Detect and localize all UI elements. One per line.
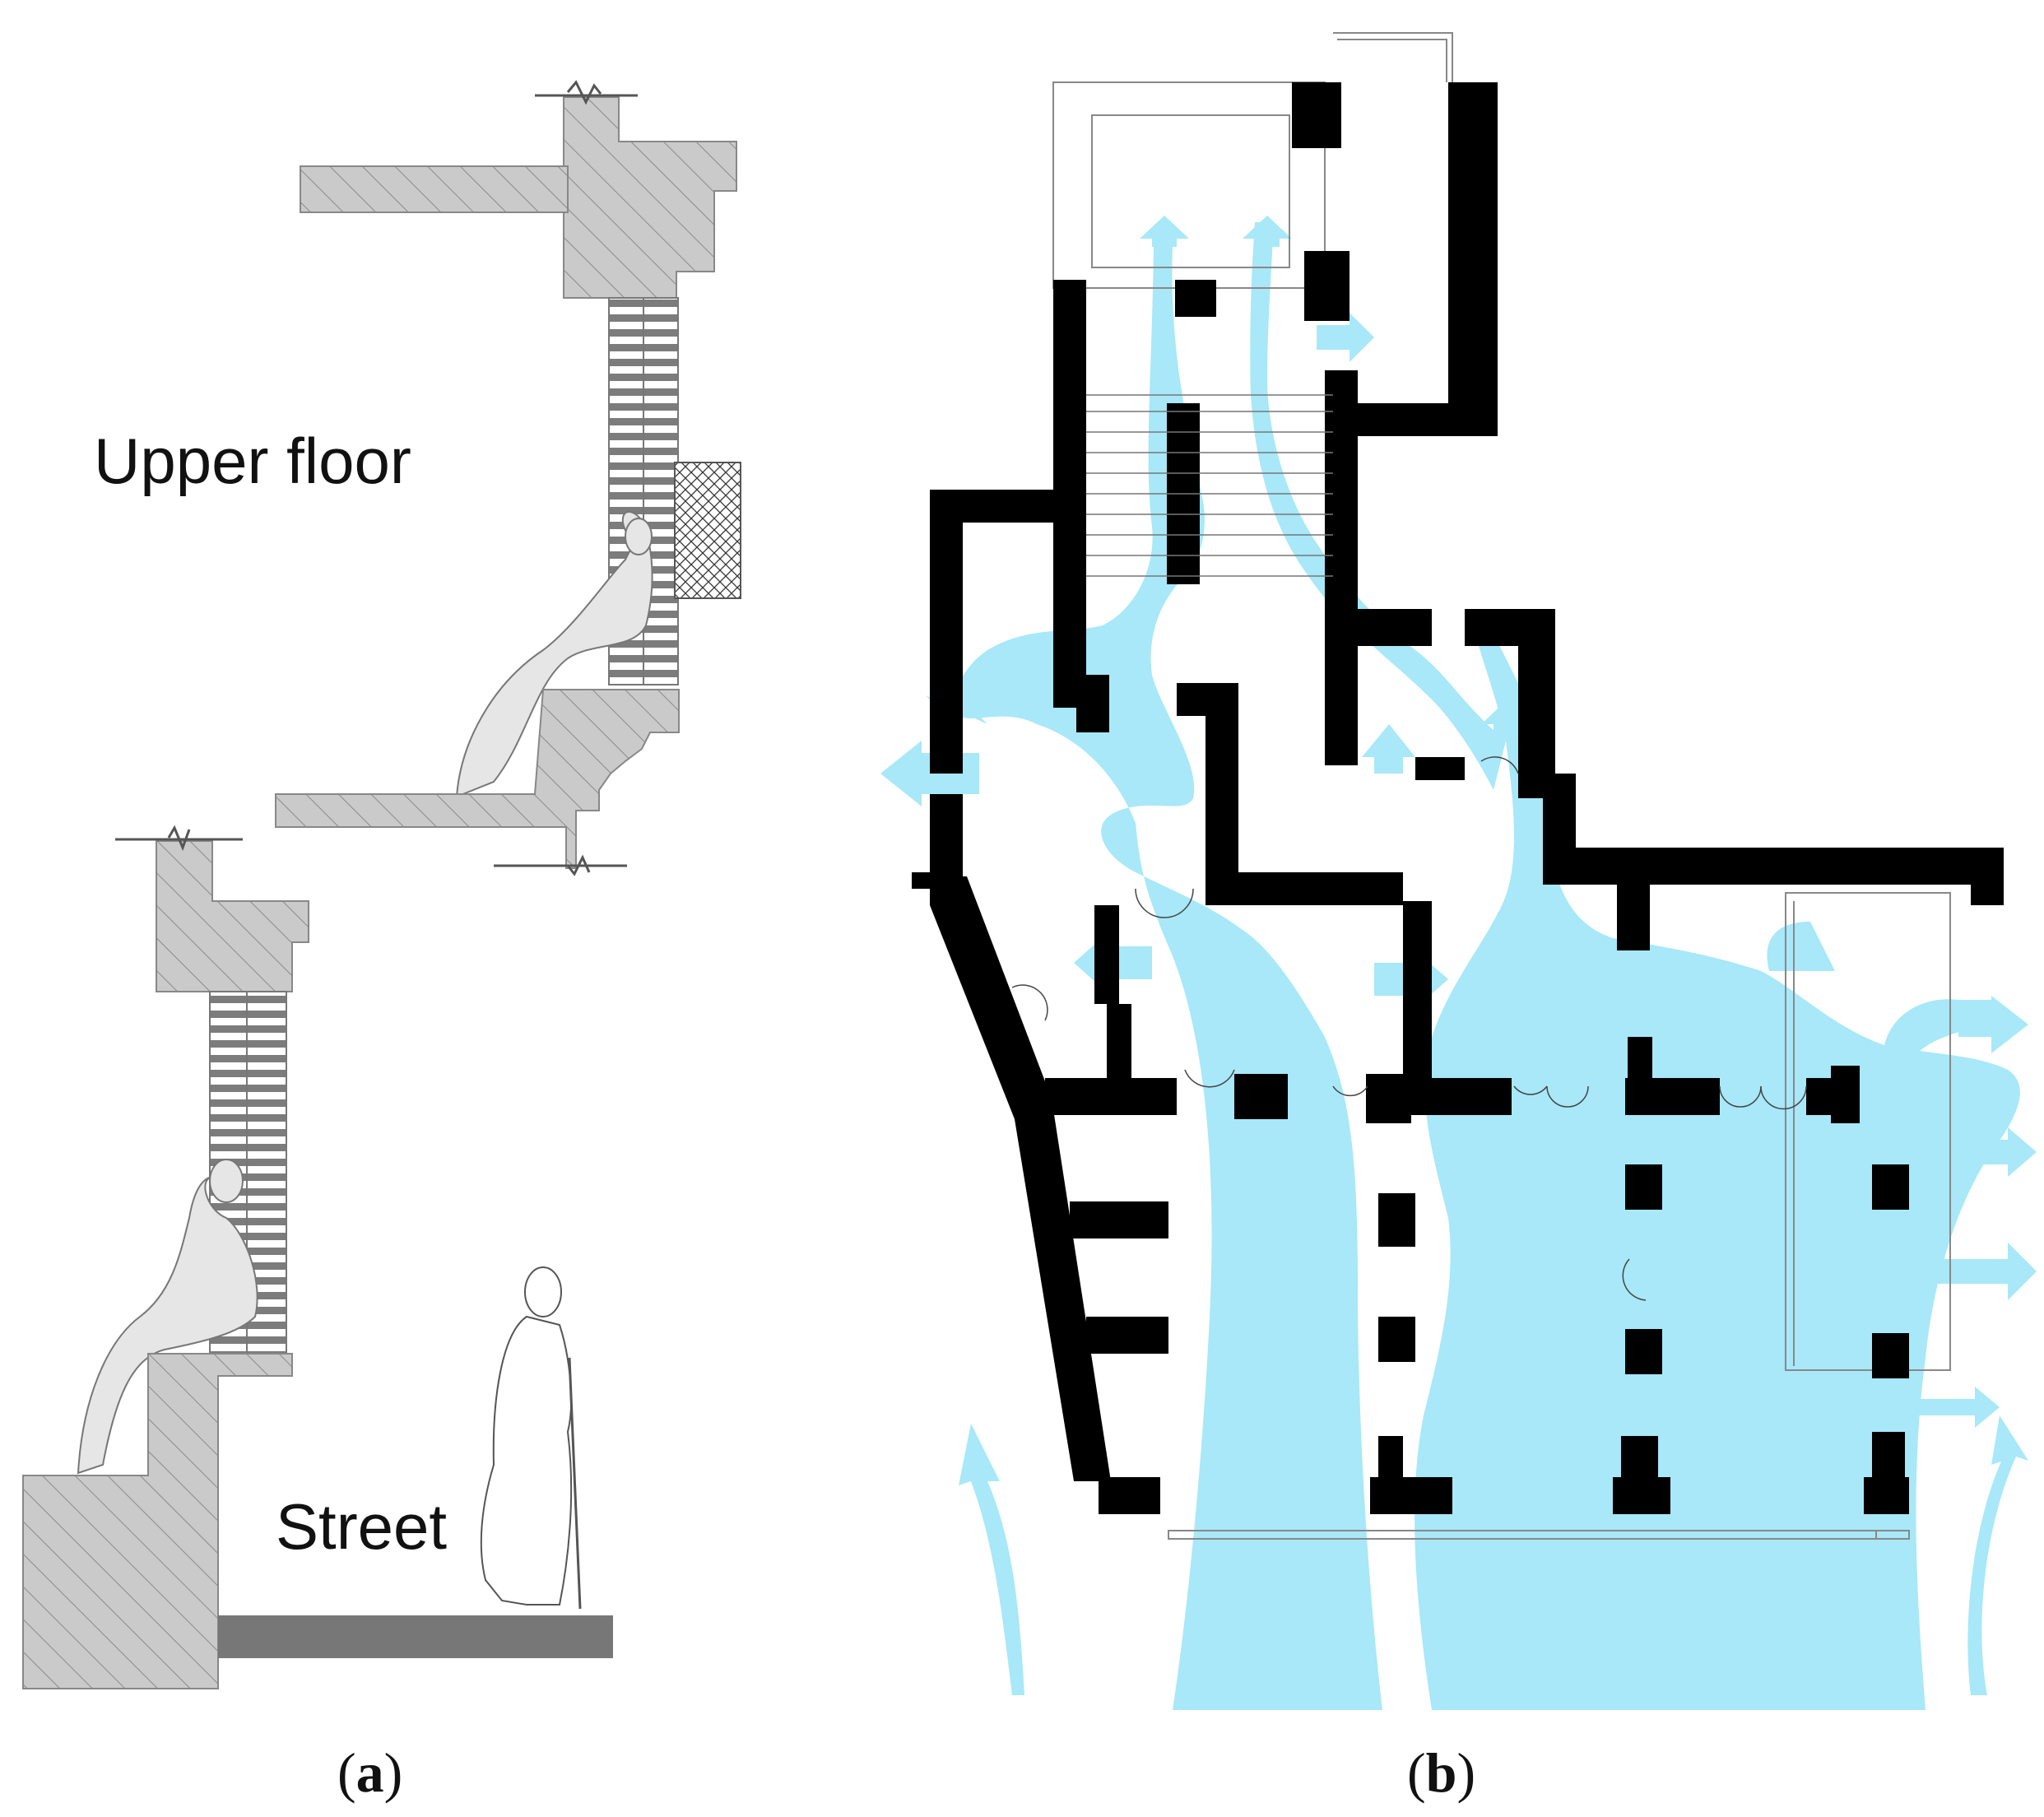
panel-a-section: Upper floor Street (a): [0, 0, 823, 1817]
arrow-right-3: [1934, 1243, 2037, 1300]
stair-treads: [1086, 394, 1333, 577]
upper-floor-slab: [275, 689, 680, 876]
airflow-paths: [954, 222, 2020, 1710]
arrow-top-2: [1243, 216, 1292, 247]
floor-plan-drawing: [880, 32, 2037, 1710]
arrow-top-1: [1140, 216, 1189, 247]
lower-bench-wall: [22, 1353, 293, 1689]
arrow-right-4: [1917, 1387, 2000, 1428]
arrow-mid-up-1: [1362, 724, 1415, 774]
lower-wall-top: [115, 825, 309, 992]
pedestrian-figure: [480, 1266, 582, 1610]
thin-outlines: [1052, 32, 1951, 1540]
caption-b: (b): [1407, 1741, 1476, 1804]
airflow-trunk-right: [1415, 625, 2020, 1710]
street-label: Street: [276, 1490, 448, 1563]
upper-floor-label: Upper floor: [94, 425, 411, 497]
airflow-trunk-left: [954, 247, 1382, 1710]
caption-b-letter: b: [1425, 1741, 1457, 1804]
street-surface: [218, 1615, 613, 1658]
arrow-right-1: [1958, 996, 2028, 1053]
section-drawing: [22, 80, 741, 1689]
upper-seated-figure: [455, 510, 653, 798]
arrow-bottom-left: [959, 1424, 1024, 1695]
door-swings: [1011, 756, 1807, 1301]
walls: [912, 82, 2004, 1514]
arrow-right-2: [1934, 1127, 2037, 1177]
upper-wall-top: [300, 80, 737, 299]
caption-a-letter: a: [355, 1741, 384, 1804]
arrow-top-right: [1317, 313, 1374, 362]
caption-a: (a): [337, 1741, 403, 1804]
panel-b-plan: (b): [823, 0, 2044, 1817]
arrow-bottom-right: [1967, 1415, 2028, 1695]
lower-seated-figure: [77, 1159, 258, 1475]
